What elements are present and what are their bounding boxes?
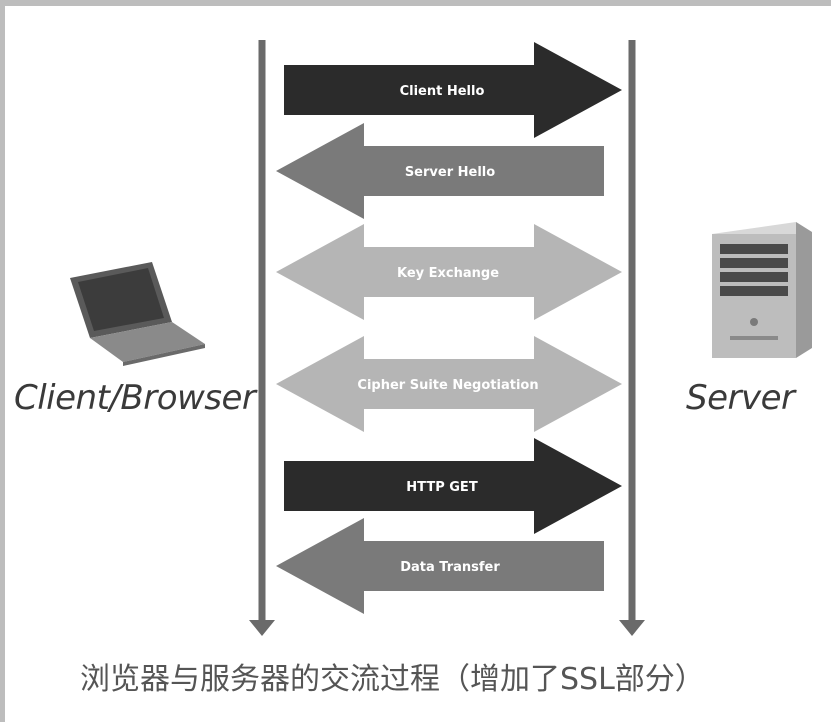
arrow-label: Data Transfer — [400, 560, 500, 575]
laptop-icon — [70, 262, 205, 366]
arrow-label: Cipher Suite Negotiation — [357, 378, 538, 393]
server-lifeline — [619, 40, 645, 636]
arrow-shape — [276, 518, 604, 614]
message-arrow-server-hello: Server Hello — [276, 123, 604, 219]
message-arrow-data-transfer: Data Transfer — [276, 518, 604, 614]
message-arrow-cipher-suite-negotiation: Cipher Suite Negotiation — [276, 336, 622, 432]
arrow-shape — [284, 42, 622, 138]
arrow-label: Key Exchange — [397, 266, 499, 281]
message-arrow-key-exchange: Key Exchange — [276, 224, 622, 320]
arrow-label: Server Hello — [405, 165, 495, 180]
message-arrow-http-get: HTTP GET — [284, 438, 622, 534]
arrow-shape — [276, 123, 604, 219]
arrow-label: Client Hello — [400, 84, 485, 99]
message-arrow-client-hello: Client Hello — [284, 42, 622, 138]
arrow-shape — [276, 336, 622, 432]
client-label: Client/Browser — [14, 378, 256, 418]
diagram-caption: 浏览器与服务器的交流过程（增加了SSL部分） — [80, 662, 705, 697]
client-lifeline — [249, 40, 275, 636]
arrow-shape — [284, 438, 622, 534]
server-label: Server — [686, 378, 795, 418]
arrow-shape — [276, 224, 622, 320]
arrow-label: HTTP GET — [406, 480, 478, 495]
server-tower-icon — [712, 222, 812, 358]
